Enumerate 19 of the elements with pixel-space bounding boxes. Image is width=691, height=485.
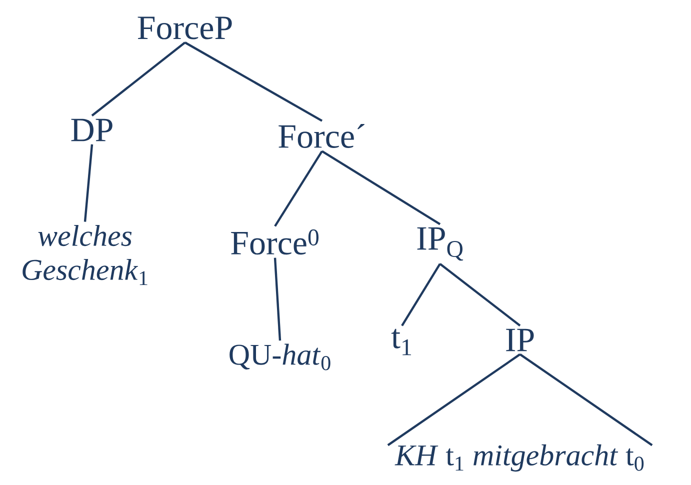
tree-branch [184,42,323,122]
tree-label: IP [506,328,534,352]
tree-label: t$_{1}$ [391,328,411,356]
tree-branch [84,144,94,222]
tree-branch [321,150,441,226]
tree-label: welches Geschenk$_{1}$ [22,224,148,286]
tree-label: QU-hat$_{0}$ [230,344,330,370]
tree-branch [401,263,441,326]
tree-branch [274,150,323,227]
tree-label: KH t$_{1}$ mitgebracht t$_{0}$ [394,444,644,472]
tree-branch [439,263,521,327]
tree-label: Force´ [278,124,364,148]
tree-branch [91,42,186,116]
triangle-branch [386,353,654,446]
tree-label: ForceP [138,16,232,40]
tree-label: IP$_{Q}$ [417,227,464,261]
tree-label: Force$^{0}$ [231,229,318,255]
tree-branch [274,258,282,341]
tree-label: DP [71,118,112,142]
